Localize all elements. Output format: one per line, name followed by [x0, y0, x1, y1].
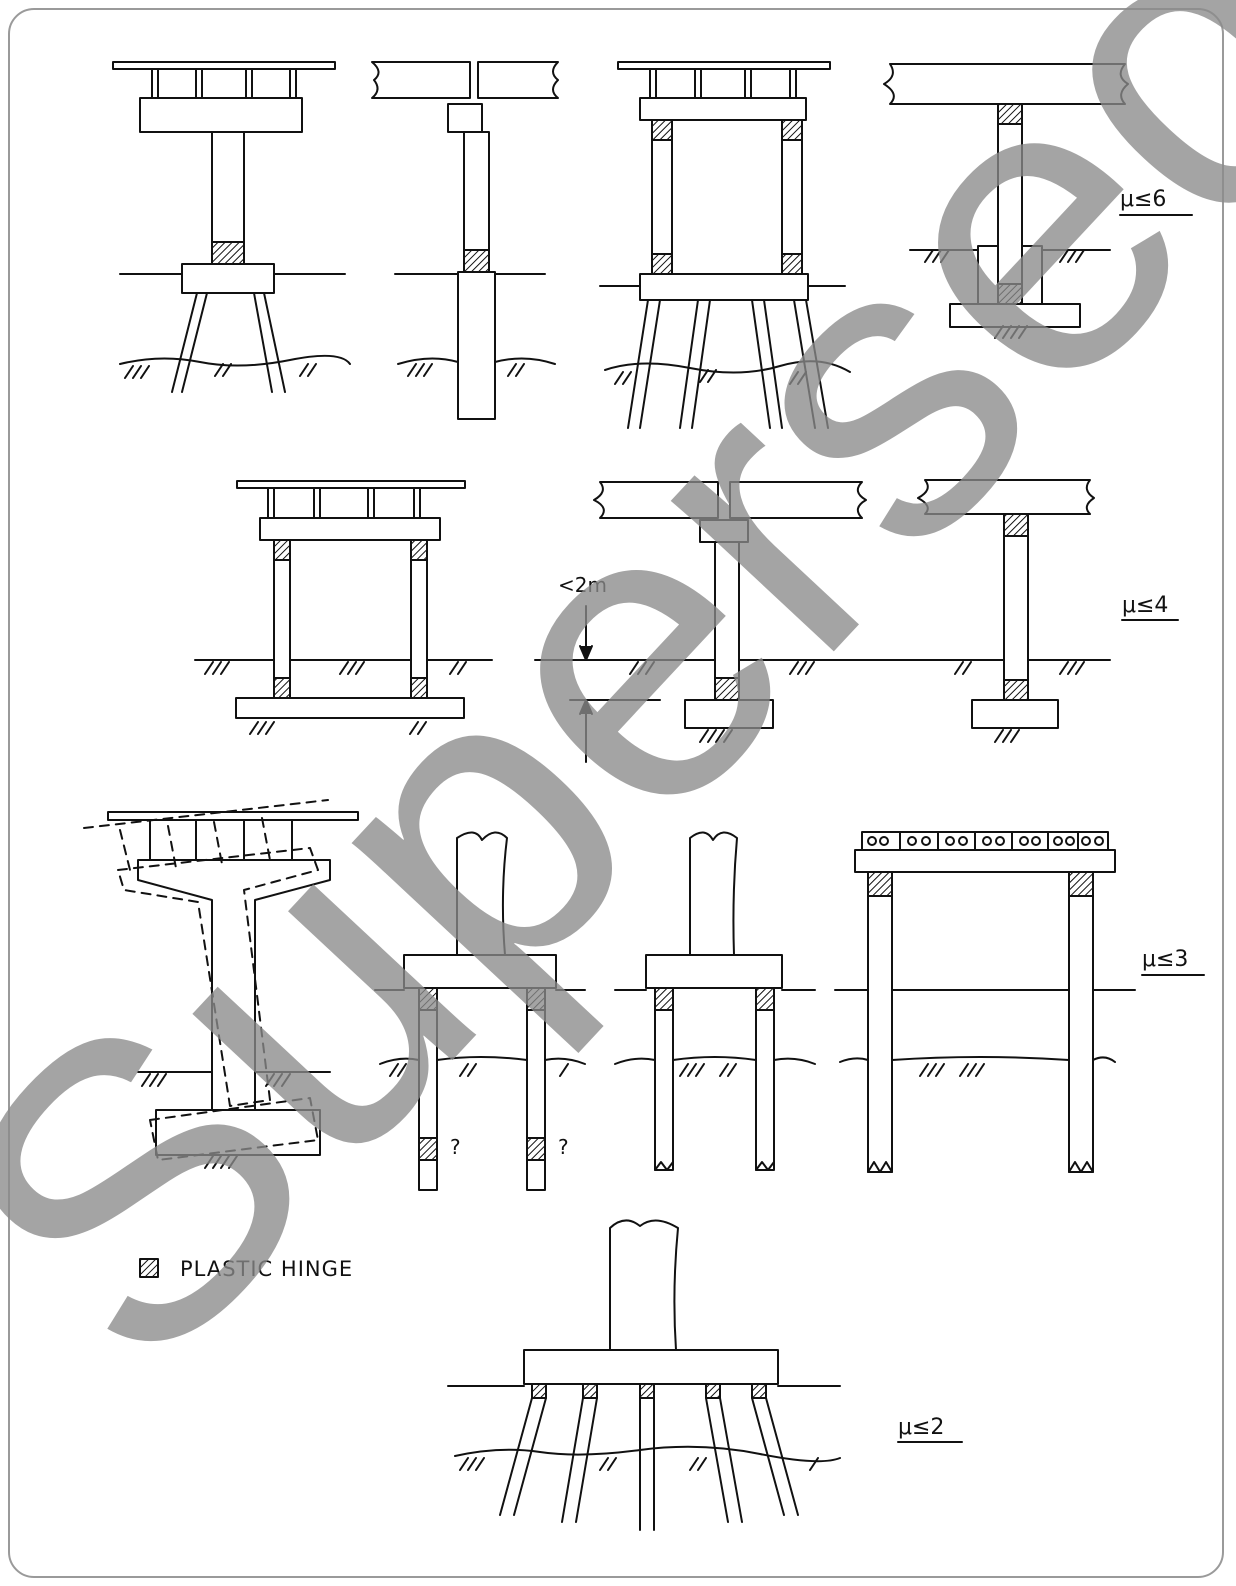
- pier-row2-column-with-depth: [534, 481, 946, 763]
- pier-row1-two-column-bent: [599, 61, 851, 429]
- pier-row3-hammerhead: [83, 799, 359, 1169]
- pier-row3-pile-bent-voided-slab: [834, 831, 1136, 1173]
- pier-row3-pile-cap-uncertain: [374, 831, 586, 1191]
- uncertain-hinge-mark-left: ?: [450, 1135, 461, 1159]
- depth-annotation: <2m: [558, 573, 607, 597]
- uncertain-hinge-mark-right: ?: [558, 1135, 569, 1159]
- pier-row2-two-column-bent: [194, 480, 493, 735]
- legend-label: PLASTIC HINGE: [180, 1257, 353, 1281]
- ductility-label-mu3: μ≤3: [1142, 947, 1188, 972]
- pier-row4-raked-pile-group: [447, 1219, 841, 1531]
- pier-row1-column-on-spread-footing: [883, 63, 1129, 339]
- ductility-label-mu2: μ≤2: [898, 1415, 944, 1440]
- pier-row1-single-column: [112, 61, 351, 393]
- ductility-label-mu6: μ≤6: [1120, 187, 1166, 212]
- pier-row1-pile-extension: [371, 61, 559, 420]
- pier-row2-column-on-footing: [917, 479, 1111, 743]
- superseded-watermark: Superseded: [0, 0, 1236, 1453]
- plastic-hinge-swatch: [139, 1258, 159, 1278]
- ductility-label-mu4: μ≤4: [1122, 593, 1168, 618]
- pier-row3-pile-cap: [614, 831, 816, 1171]
